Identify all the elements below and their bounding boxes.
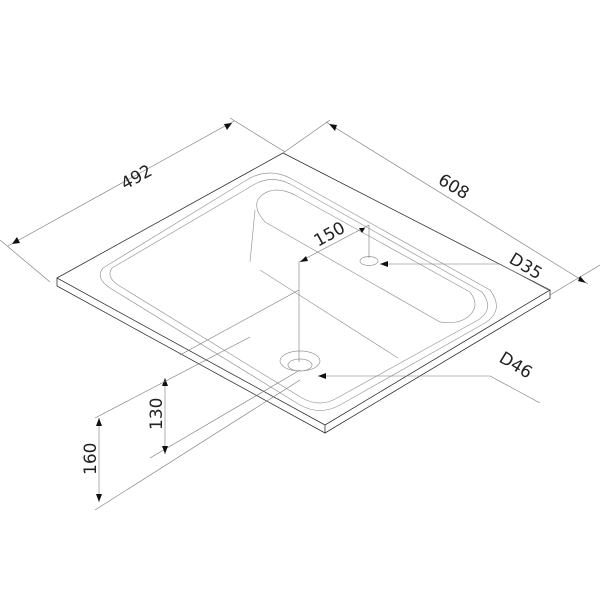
bowl-ledge <box>249 189 476 359</box>
dimension-608: 608 <box>282 119 600 296</box>
label-d35: D35 <box>505 249 545 284</box>
drain-hole <box>279 350 321 372</box>
leader-d46: D46 <box>318 348 541 404</box>
bowl-rim <box>99 172 497 411</box>
label-d46: D46 <box>495 348 535 383</box>
dimension-160: 160 <box>81 336 301 511</box>
dimension-492: 492 <box>0 117 286 283</box>
dimension-label-150: 150 <box>311 218 349 251</box>
dimension-label-160: 160 <box>81 443 101 475</box>
dimension-label-608: 608 <box>434 170 472 204</box>
leader-d35: D35 <box>380 249 549 291</box>
basin-slab <box>56 152 551 434</box>
dimension-label-492: 492 <box>118 161 156 194</box>
dimension-130: 130 <box>147 369 301 459</box>
dimension-label-130: 130 <box>147 398 167 430</box>
